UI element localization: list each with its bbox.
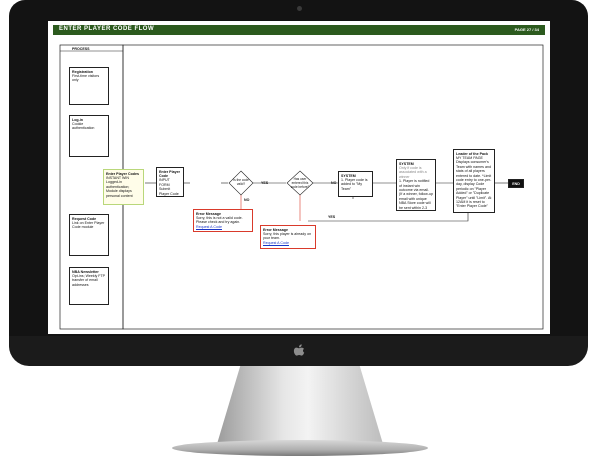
system1-body: 1. Player code is added to "My Team"	[341, 177, 368, 191]
decision-valid-code: Is the code valid?	[233, 178, 249, 186]
newsletter-body: Opt-ins; Weekly FTP transfer of email ad…	[72, 273, 106, 287]
system2-title: SYSTEM	[399, 161, 414, 166]
input-body: Submit Player Code	[159, 187, 179, 196]
error-node-1: Error Message Sorry, this is not a valid…	[193, 209, 253, 232]
error2-title: Error Message	[263, 227, 288, 232]
registration-title: Registration	[72, 69, 93, 74]
leader-title: Leader of the Pack	[456, 151, 488, 156]
registration-body: First-time visitors only	[72, 73, 100, 83]
system-node-1: SYSTEM 1. Player code is added to "My Te…	[338, 171, 373, 197]
apple-logo-icon	[293, 344, 305, 356]
input-sub: INPUT FORM	[159, 178, 170, 187]
end-node: END	[508, 179, 524, 188]
page-title: ENTER PLAYER CODE FLOW	[59, 26, 155, 32]
no-label-2: NO	[331, 181, 337, 185]
process-login: Log-in Cookie authentication	[69, 115, 109, 157]
leader-body: Displays consumer's Team with names and …	[456, 160, 492, 209]
login-body: Cookie authentication	[72, 121, 95, 131]
system1-title: SYSTEM	[341, 173, 356, 178]
request-code-body: Link on Enter Player Code module	[72, 220, 105, 230]
input-title: Enter Player Code	[159, 169, 180, 178]
decision-entered-before: Has user entered this code before?	[290, 177, 310, 189]
stand-neck	[217, 366, 383, 444]
newsletter-title: NBA Newsletter	[72, 269, 99, 274]
error-node-2: Error Message Sorry, this player is alre…	[260, 225, 316, 249]
error2-body: Sorry, this player is already on your te…	[263, 231, 312, 241]
yes-label-1: YES	[261, 181, 269, 185]
process-label: PROCESS	[72, 47, 90, 51]
error1-title: Error Message	[196, 211, 221, 216]
page-number: PAGE 27 / 34	[514, 27, 539, 32]
start-body: Logged-in authentication; Module display…	[106, 180, 133, 198]
screen: ENTER PLAYER CODE FLOW PAGE 27 / 34 PROC…	[48, 21, 550, 334]
system2-sub: Only if code is associated with a winner	[399, 165, 427, 179]
process-registration: Registration First-time visitors only	[69, 67, 109, 105]
flow-title-bar: ENTER PLAYER CODE FLOW PAGE 27 / 34	[53, 25, 545, 35]
start-title: Enter Player Codes	[106, 171, 139, 176]
error2-request-link[interactable]: Request A Code	[263, 240, 289, 245]
system-node-2: SYSTEM Only if code is associated with a…	[396, 159, 436, 211]
camera-dot	[297, 6, 302, 11]
process-request-code: Request Code Link on Enter Player Code m…	[69, 214, 109, 256]
input-form-node: Enter Player Code INPUT FORM Submit Play…	[156, 167, 184, 197]
login-title: Log-in	[72, 117, 83, 122]
leader-sub: MY TEAM PAGE	[456, 155, 483, 160]
start-sub: INSTANT WIN	[106, 175, 130, 180]
system2-body: 1. Player is notified of instant win out…	[399, 179, 433, 210]
start-node: Enter Player Codes INSTANT WIN Logged-in…	[103, 169, 144, 205]
leader-node: Leader of the Pack MY TEAM PAGE Displays…	[453, 149, 495, 213]
yes-label-2: YES	[328, 215, 336, 219]
no-label-1: NO	[244, 198, 250, 202]
error1-body: Sorry, this is not a valid code. Please …	[196, 215, 243, 225]
request-code-title: Request Code	[72, 216, 97, 221]
error1-request-link[interactable]: Request A Code	[196, 224, 222, 229]
stand-foot	[172, 440, 428, 456]
process-newsletter: NBA Newsletter Opt-ins; Weekly FTP trans…	[69, 267, 109, 305]
